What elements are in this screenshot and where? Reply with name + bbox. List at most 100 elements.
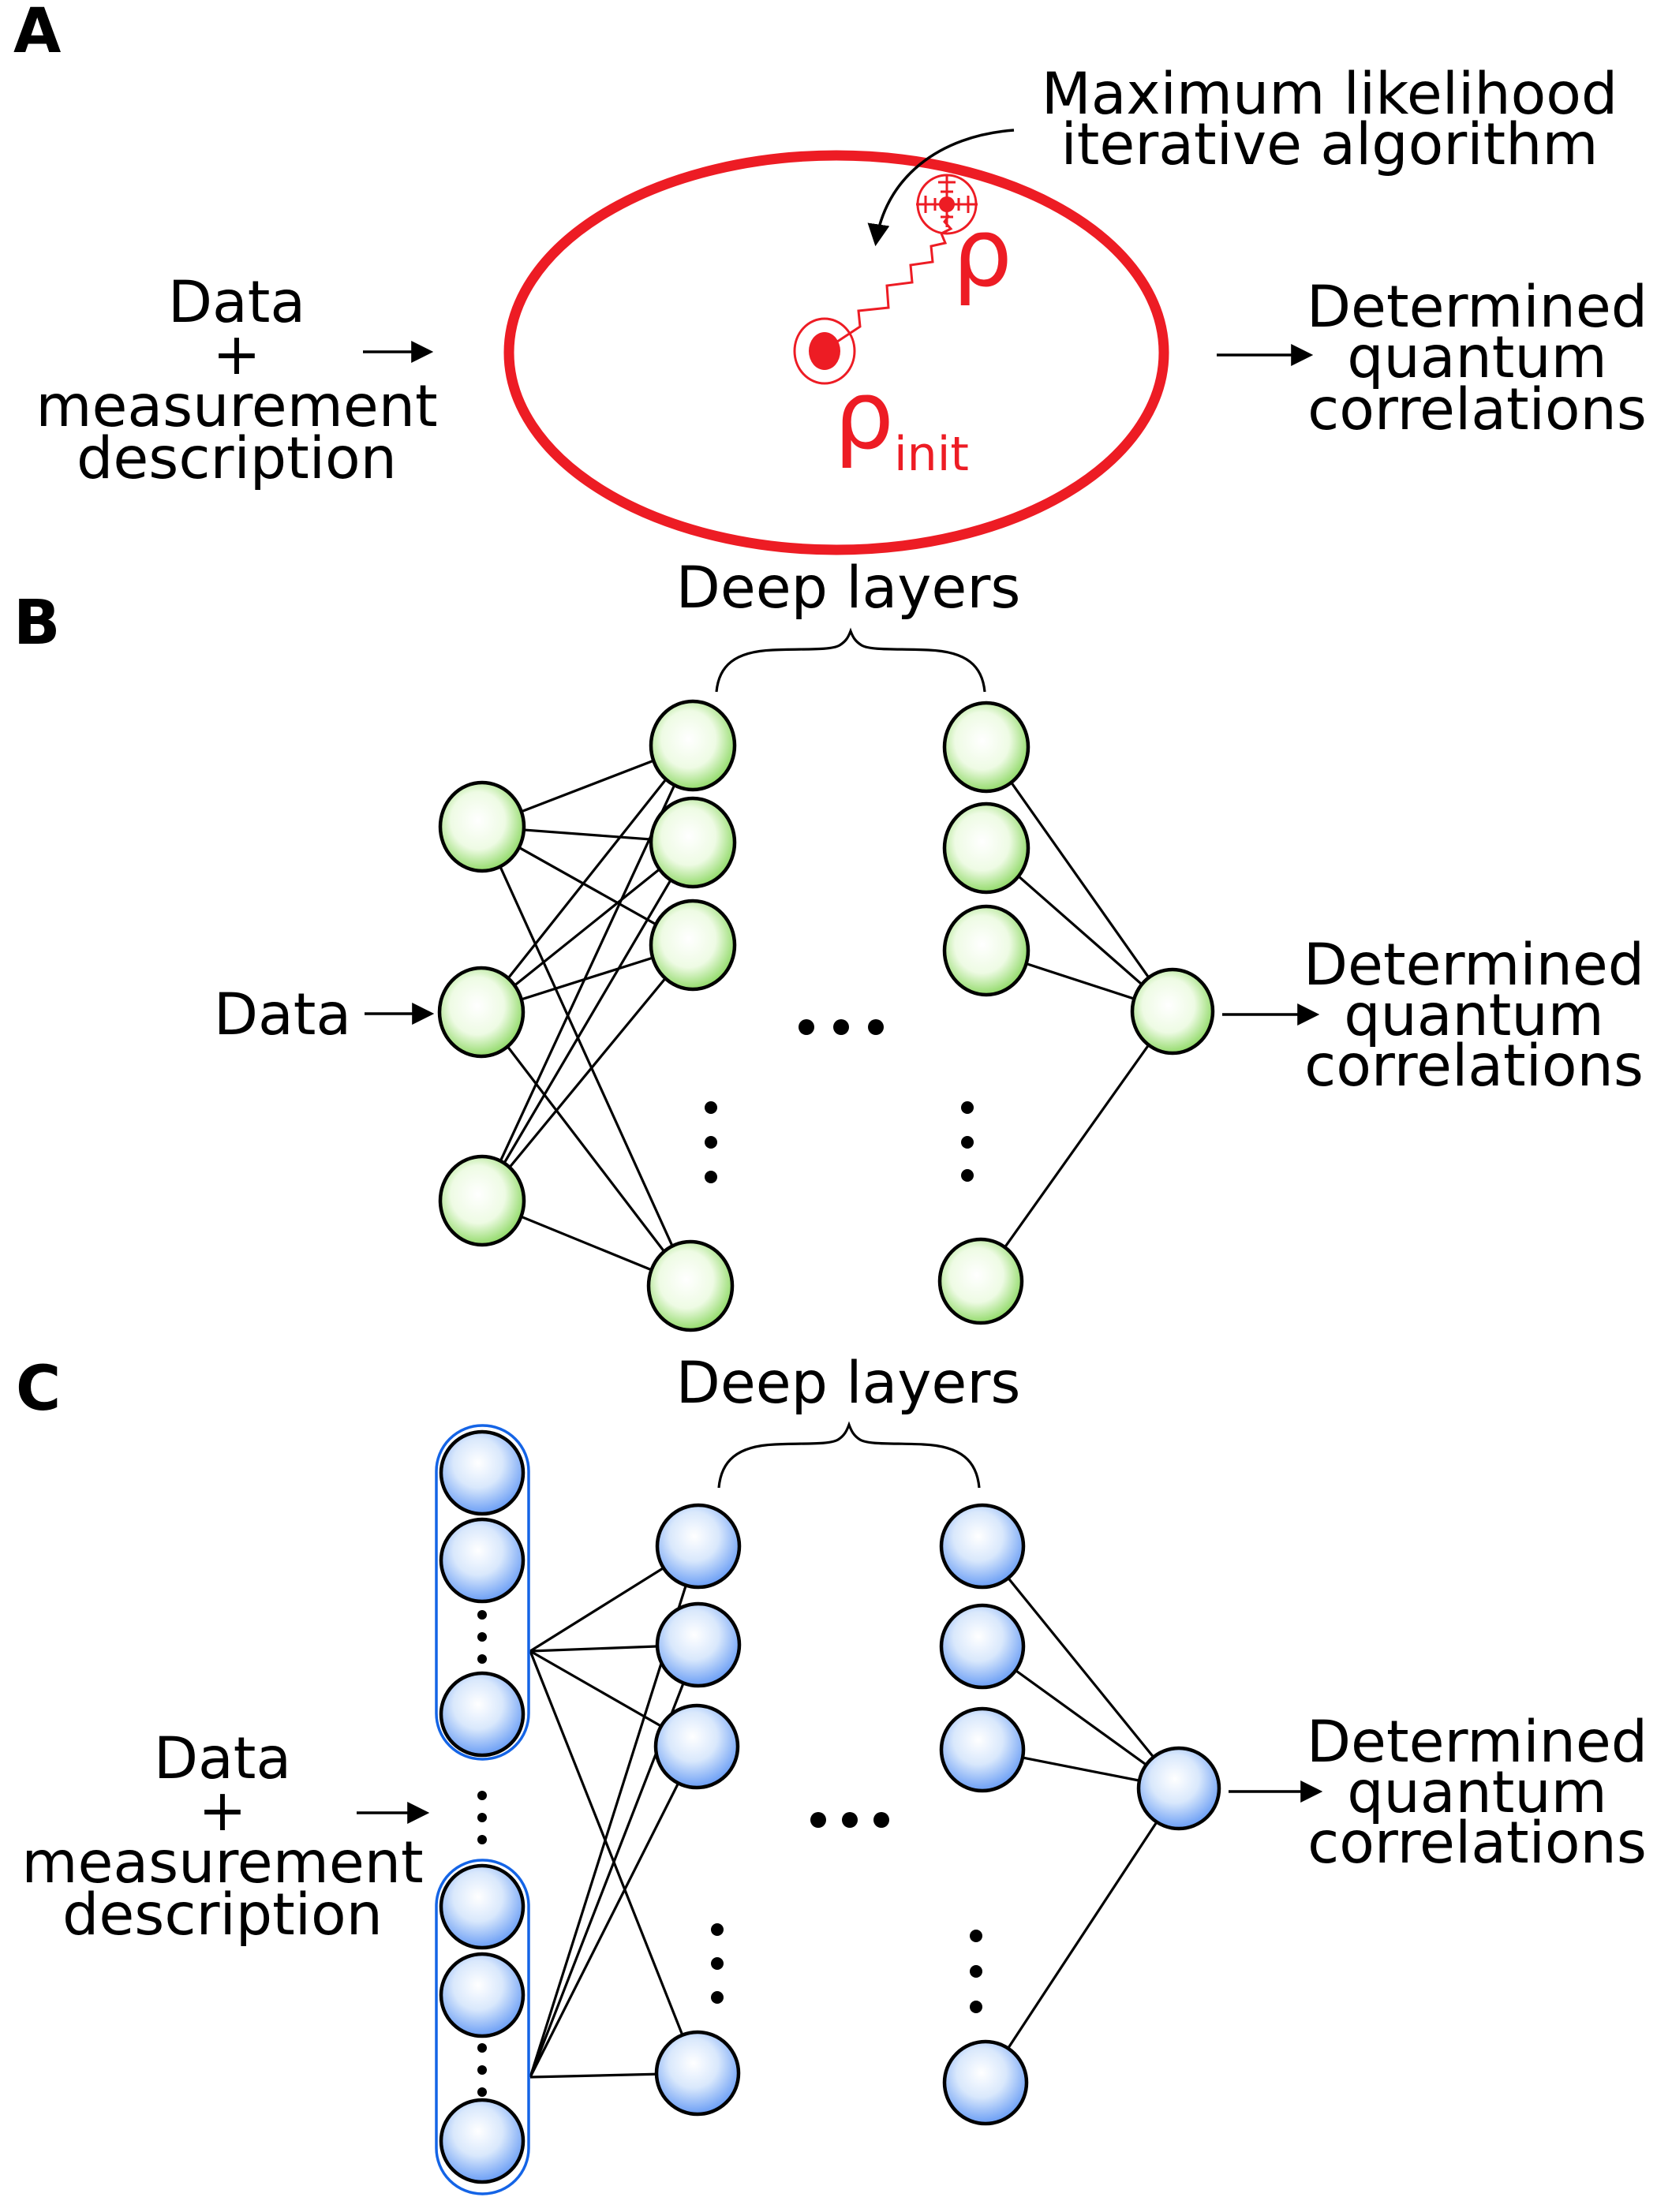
network-node (655, 1503, 742, 1590)
input-group-outline (435, 1424, 530, 1761)
panel-b-output-label: Determined quantum correlations (1304, 932, 1644, 1100)
panel-b-input-label: Data (214, 981, 351, 1048)
connection-line (529, 1746, 698, 2078)
input-group-data (435, 1424, 530, 1761)
input-label-line: description (62, 1881, 383, 1949)
network-node (942, 2039, 1029, 2126)
input-label-line: measurement (21, 1829, 423, 1896)
annotation-arrow-icon (867, 129, 1015, 247)
layer-ellipsis (799, 1019, 884, 1035)
panel-a-output-label: Determined quantum correlations (1307, 274, 1648, 443)
output-node (1130, 967, 1215, 1056)
panel-c-output-label: Determined quantum correlations (1307, 1709, 1648, 1877)
network-node (939, 1603, 1026, 1690)
rho-init-point (793, 317, 856, 385)
input-label-line: + (212, 321, 260, 388)
input-group-measurement (435, 1859, 530, 2195)
state-space-ellipse (503, 150, 1169, 555)
network-node (649, 699, 737, 792)
input-node (439, 1671, 526, 1758)
hidden-layer-2 (937, 701, 1030, 1325)
input-node (438, 1154, 526, 1247)
input-label-line: description (77, 425, 397, 492)
network-node (939, 1503, 1026, 1590)
network-node (646, 1239, 735, 1332)
panel-c: C Deep layers Data + measurement descrip… (16, 1350, 1648, 2195)
algorithm-label-line: Maximum likelihood (1042, 61, 1618, 128)
connection-line (480, 745, 694, 1013)
connection-line (481, 842, 694, 1201)
deep-layers-brace (717, 1421, 981, 1489)
network-node (649, 796, 737, 889)
crosshair-icon (916, 174, 978, 235)
output-label-line: quantum (1347, 1759, 1607, 1826)
input-label-line: Data (168, 269, 305, 336)
panel-a-input-label: Data + measurement description (36, 269, 437, 492)
deep-layers-brace (715, 627, 986, 693)
input-label-line: Data (154, 1725, 291, 1792)
output-label-line: Determined (1304, 932, 1644, 999)
network-node (937, 1237, 1024, 1325)
network-node (653, 1703, 740, 1790)
panel-c-input-label: Data + measurement description (21, 1725, 423, 1949)
iteration-path (825, 215, 953, 351)
connection-line (481, 826, 692, 1287)
layer-ellipsis (810, 1812, 889, 1828)
rho-init-label: ρ (834, 361, 894, 471)
input-node (439, 1429, 526, 1516)
network-node (942, 801, 1030, 895)
algorithm-label-line: iterative algorithm (1060, 111, 1598, 178)
vertical-ellipsis (705, 1101, 717, 1183)
input-node (438, 780, 526, 873)
connection-line (985, 746, 1174, 1012)
rho-init-subscript: init (894, 427, 969, 482)
input-node (439, 1517, 526, 1604)
panel-b-letter: B (13, 588, 60, 659)
network-node (655, 1601, 742, 1688)
input-layer (437, 780, 526, 1247)
input-node (437, 966, 526, 1059)
hidden-layer-2 (939, 1503, 1029, 2126)
output-label-line: correlations (1304, 1033, 1644, 1100)
connection-line (981, 1545, 1180, 1790)
output-label-line: quantum (1347, 324, 1607, 391)
input-label-line: + (198, 1777, 246, 1844)
hidden-layer-1 (646, 699, 737, 1332)
input-node (439, 2098, 526, 2184)
output-label-line: Determined (1307, 1709, 1648, 1776)
deep-layers-label: Deep layers (676, 1350, 1021, 1417)
connection-line (480, 841, 694, 1014)
output-node (1136, 1746, 1221, 1831)
network-node (939, 1706, 1026, 1793)
deep-layers-label: Deep layers (676, 555, 1021, 622)
vertical-ellipsis (961, 1101, 974, 1182)
group-ellipsis (477, 1791, 487, 1844)
connection-line (984, 1788, 1180, 2083)
vertical-ellipsis (477, 2043, 487, 2097)
input-group-outline (435, 1859, 530, 2195)
panel-a: A Data + measurement description (13, 0, 1648, 555)
input-node (439, 1952, 526, 2038)
network-node (654, 2030, 741, 2117)
network-node (649, 899, 737, 992)
panel-a-letter: A (13, 0, 61, 67)
network-node (942, 904, 1030, 997)
input-node (439, 1863, 526, 1950)
output-label-line: correlations (1307, 376, 1647, 443)
input-label-line: measurement (36, 373, 437, 440)
vertical-ellipsis (477, 1610, 487, 1664)
output-label-line: correlations (1307, 1810, 1647, 1877)
connection-line (480, 1011, 692, 1287)
panel-b: B Deep layers Data (13, 555, 1644, 1332)
connection-line (481, 943, 694, 1202)
panel-c-letter: C (16, 1354, 61, 1425)
output-label-line: quantum (1344, 982, 1604, 1049)
vertical-ellipsis (970, 1930, 982, 2013)
hidden-layer-1 (653, 1503, 742, 2117)
connection-line (979, 1011, 1174, 1282)
algorithm-label: Maximum likelihood iterative algorithm (1042, 61, 1618, 178)
network-node (942, 701, 1030, 794)
rho-label: ρ (952, 199, 1012, 308)
vertical-ellipsis (711, 1923, 724, 2004)
